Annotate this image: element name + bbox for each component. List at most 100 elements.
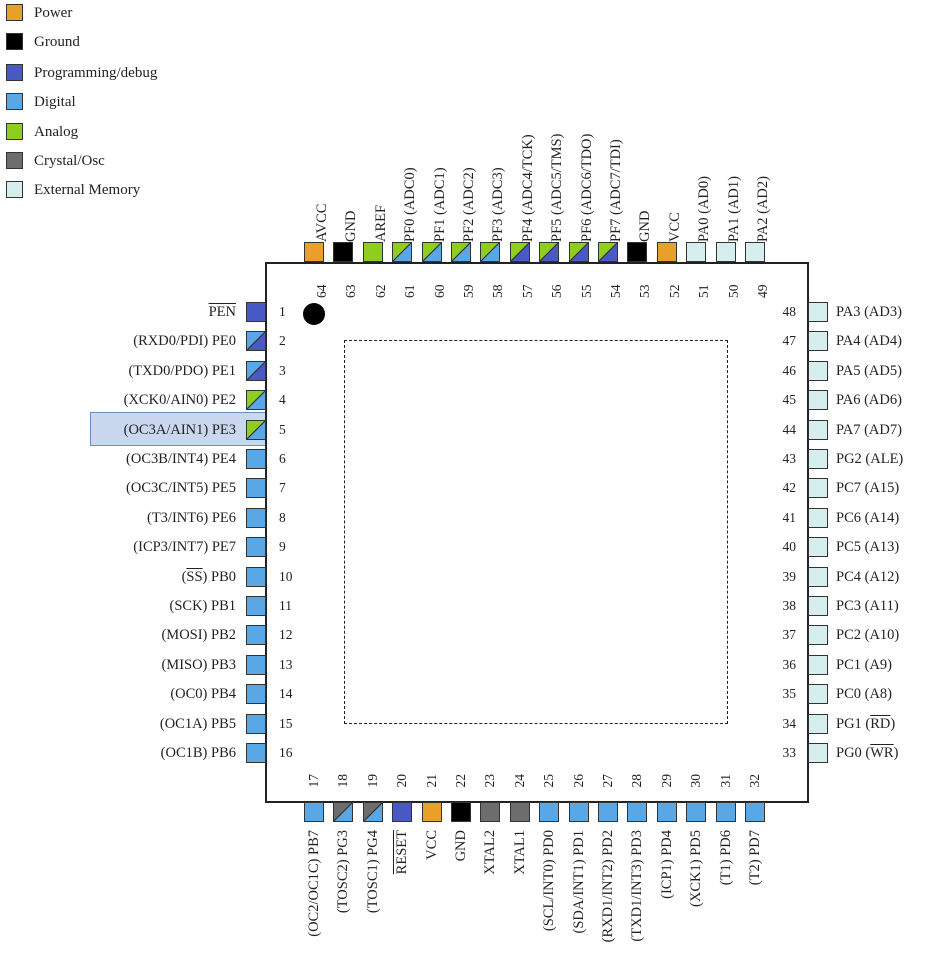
- pin-label: PEN: [6, 304, 236, 320]
- pin-label: PC0 (A8): [836, 686, 892, 702]
- pin-label-text: PG2 (ALE): [836, 451, 904, 467]
- pin-label-inner: (T1) PD6: [718, 830, 734, 885]
- pin-pad-22: [451, 802, 471, 822]
- pin-label-text: PC2 (A10): [836, 627, 900, 644]
- pin-label-inner: RESET: [394, 830, 410, 874]
- pin-label-text: GND: [637, 210, 654, 242]
- pin-label-inner: XTAL2: [482, 830, 498, 875]
- pin-number-text: 31: [717, 774, 733, 788]
- pin-pad-49: [745, 242, 765, 262]
- pin-label-inner: (TOSC2) PG3: [335, 830, 351, 913]
- pin-label-inner: (SDA/INT1) PD1: [571, 830, 587, 934]
- pin-label-text: ) PB0: [202, 568, 236, 585]
- pin-number: 33: [782, 745, 797, 760]
- pin-label-inner: AREF: [373, 205, 389, 242]
- pin-label-inner: GND: [637, 211, 653, 242]
- pin-label-text: PC3 (A11): [836, 598, 899, 614]
- pin-number-text: 27: [600, 774, 615, 788]
- pin-number: 14: [279, 686, 293, 702]
- pin-number-text: 53: [637, 284, 653, 299]
- pin-number: 40: [782, 539, 797, 555]
- pin-label-text: PF4 (ADC4/TCK): [519, 134, 536, 242]
- pin-number-text: 64: [314, 284, 329, 299]
- pin-label: (TXD0/PDO) PE1: [6, 363, 236, 379]
- pin-label-inner: (RXD1/INT2) PD2: [600, 830, 616, 942]
- pin-label-text: PF0 (ADC0): [402, 167, 419, 242]
- pin-label: (OC3A/AIN1) PE3: [6, 422, 236, 438]
- pin-label: (MOSI) PB2: [6, 627, 236, 643]
- pin-pad-34: [808, 713, 828, 734]
- pin-label-text: XTAL1: [511, 830, 528, 875]
- pin-pad-16: [246, 743, 266, 763]
- pin-label-inner: (TOSC1) PG4: [365, 830, 381, 913]
- pin-pad-6: [246, 449, 266, 469]
- pin-number: 8: [279, 509, 286, 525]
- pin-label: PG1 (RD): [836, 716, 895, 732]
- pin-label-text: PA3 (AD3): [836, 304, 902, 320]
- pin-label: PC2 (A10): [836, 627, 899, 643]
- pin-label: PC5 (A13): [836, 539, 899, 555]
- pin-label-text: (OC3C/INT5) PE5: [126, 480, 236, 497]
- pin-number: 45: [782, 392, 797, 408]
- legend-swatch: [6, 4, 23, 21]
- pin-label-text: (OC0) PB4: [170, 686, 236, 703]
- pin-label-text: GND: [453, 830, 469, 862]
- pin-pad-3: [246, 360, 266, 381]
- pin-label-text: (OC3B/INT4) PE4: [126, 451, 236, 467]
- pin-number-text: 30: [688, 774, 704, 788]
- pin-label-text: VCC: [666, 212, 683, 242]
- pin-label: PG0 (WR): [836, 745, 898, 761]
- pin-label-text: (OC2/OC1C) PB7: [306, 830, 322, 937]
- pin-label-text: PC1 (A9): [836, 656, 892, 673]
- pin-label-text: PA4 (AD4): [836, 333, 902, 350]
- pin-label-text: (SDA/INT1) PD1: [570, 830, 587, 934]
- pin-pad-19: [362, 802, 383, 822]
- pin-number: 38: [782, 598, 797, 613]
- pin-pad-25: [539, 802, 560, 822]
- pin-label: PC3 (A11): [836, 598, 899, 614]
- pin-label-text: (: [181, 568, 187, 585]
- pin-number: 10: [279, 568, 293, 584]
- pin-pad-57: [509, 242, 530, 262]
- pin-label: (SCK) PB1: [6, 598, 236, 614]
- pin-pad-24: [509, 802, 530, 822]
- pin-pad-4: [246, 390, 266, 411]
- pin-label-text: (TOSC2) PG3: [335, 830, 352, 914]
- pin-label-inner: GND: [343, 211, 359, 242]
- pin-pad-11: [246, 596, 266, 616]
- pin-pad-46: [808, 360, 828, 381]
- pin-label-active-low: RESET: [394, 830, 411, 875]
- pin-pad-48: [808, 302, 828, 322]
- pin-pad-20: [392, 802, 413, 822]
- pin-label-text: (T1) PD6: [717, 830, 734, 886]
- pin-number-text: 18: [335, 774, 351, 788]
- pin-pad-7: [246, 478, 266, 499]
- pin1-marker-icon: [303, 303, 325, 325]
- pin-pad-13: [246, 654, 266, 675]
- pin-label-text: PF5 (ADC5/TMS): [549, 133, 566, 242]
- pin-label: (SS) PB0: [6, 569, 236, 585]
- pin-label-active-low: RD: [870, 715, 891, 732]
- pin-label-text: PC5 (A13): [836, 539, 900, 556]
- pin-number: 43: [782, 451, 797, 466]
- pin-number-text: 60: [431, 284, 447, 299]
- pin-label-text: (OC1B) PB6: [160, 745, 236, 761]
- legend-swatch: [6, 123, 23, 140]
- pin-label-text: PF2 (ADC2): [461, 167, 477, 242]
- pin-number: 35: [782, 686, 797, 702]
- pin-label: PG2 (ALE): [836, 451, 903, 467]
- pin-label-inner: PF3 (ADC3): [490, 167, 506, 242]
- pin-pad-23: [480, 802, 501, 822]
- pin-number: 5: [279, 421, 286, 437]
- pin-pad-43: [808, 449, 828, 469]
- pin-number: 48: [782, 304, 797, 319]
- pin-number-text: 17: [306, 774, 321, 788]
- pin-pad-29: [656, 802, 677, 822]
- pin-number: 37: [782, 627, 797, 643]
- pin-label-text: (ICP3/INT7) PE7: [133, 539, 236, 556]
- pin-pad-59: [451, 242, 471, 262]
- pin-label-text: PA1 (AD1): [725, 176, 742, 242]
- legend-swatch: [6, 93, 23, 110]
- pin-number: 39: [782, 568, 797, 584]
- pin-pad-40: [808, 537, 828, 558]
